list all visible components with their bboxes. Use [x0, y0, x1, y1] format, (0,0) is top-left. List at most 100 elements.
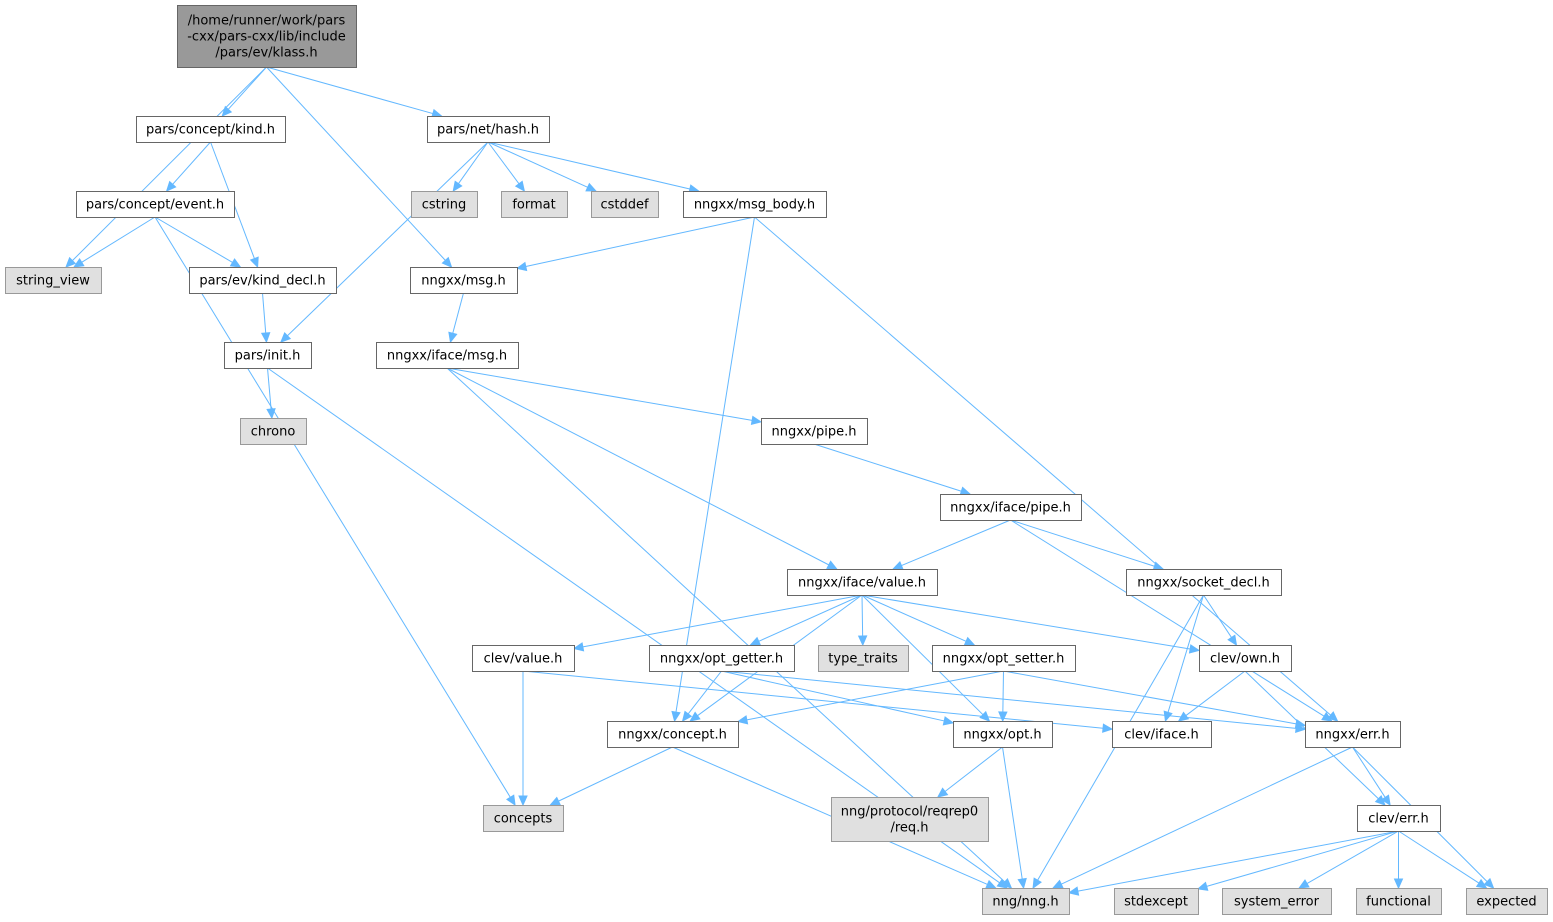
- node-pars-concept-kind-h[interactable]: pars/concept/kind.h: [136, 116, 286, 143]
- node-box: [761, 418, 868, 445]
- edge-line: [1002, 670, 1004, 713]
- arrowhead-icon: [985, 879, 997, 889]
- arrowhead-icon: [266, 408, 276, 420]
- node-nngxx-iface-msg-h[interactable]: nngxx/iface/msg.h: [376, 342, 519, 369]
- edge-line: [1002, 746, 1023, 880]
- node-box: [224, 342, 312, 369]
- arrowhead-icon: [441, 256, 453, 268]
- edge-hash_h-to-format: [487, 141, 526, 192]
- edge-opt_h-to-nng_h: [1002, 746, 1027, 890]
- edge-opt_setter_h-to-concept_h: [736, 670, 1004, 725]
- node-nngxx-pipe-h[interactable]: nngxx/pipe.h: [761, 418, 868, 445]
- node-nngxx-opt-h[interactable]: nngxx/opt.h: [953, 721, 1053, 748]
- node-clev-value-h[interactable]: clev/value.h: [472, 645, 575, 672]
- node-box: [1199, 645, 1292, 672]
- node-pars-init-h[interactable]: pars/init.h: [224, 342, 312, 369]
- arrowhead-icon: [249, 256, 259, 269]
- node-box: [427, 116, 550, 143]
- node-nngxx-msg-h[interactable]: nngxx/msg.h: [410, 267, 518, 294]
- node-label: type_traits: [828, 652, 898, 667]
- edge-line: [746, 670, 1004, 721]
- arrowhead-icon: [750, 415, 763, 425]
- node-string-view: string_view: [5, 267, 102, 294]
- edge-line: [446, 367, 830, 566]
- edge-clev_own_h-to-clev_iface_h: [1177, 670, 1246, 722]
- node-nngxx-err-h[interactable]: nngxx/err.h: [1305, 721, 1401, 748]
- node-label: pars/init.h: [235, 349, 301, 364]
- node-box: [1466, 888, 1548, 915]
- edge-line: [1306, 830, 1399, 884]
- edge-socket_decl_h-to-clev_iface_h: [1163, 594, 1204, 723]
- node-nngxx-iface-value-h[interactable]: nngxx/iface/value.h: [787, 569, 938, 596]
- node-box: [1305, 721, 1401, 748]
- arrowhead-icon: [857, 635, 868, 647]
- edge-iface_value_h-to-clev_value_h: [572, 594, 863, 652]
- arrowhead-icon: [1188, 644, 1201, 654]
- node-nngxx-opt-getter-h[interactable]: nngxx/opt_getter.h: [649, 645, 795, 672]
- edge-clev_err_h-to-nng_h: [1067, 830, 1399, 896]
- edge-clev_err_h-to-system_error: [1298, 830, 1399, 889]
- edge-line: [1203, 594, 1232, 638]
- node-box: [607, 721, 739, 748]
- node-nngxx-msg-body-h[interactable]: nngxx/msg_body.h: [683, 191, 827, 218]
- node-box: [136, 116, 286, 143]
- arrowhead-icon: [585, 182, 597, 192]
- node-clev-err-h[interactable]: clev/err.h: [1357, 805, 1441, 832]
- arrowhead-icon: [518, 795, 528, 807]
- edge-iface_value_h-to-clev_own_h: [861, 594, 1201, 654]
- arrowhead-icon: [1227, 634, 1238, 647]
- edge-line: [1167, 594, 1204, 713]
- arrowhead-icon: [963, 636, 976, 646]
- node-pars-ev-kind-decl-h[interactable]: pars/ev/kind_decl.h: [189, 267, 337, 294]
- node-nngxx-socket-decl-h[interactable]: nngxx/socket_decl.h: [1126, 569, 1282, 596]
- node-home-runner-work-pars-cxx-pars-cxx-lib-include-pars-ev-klass-h[interactable]: /home/runner/work/pars-cxx/pars-cxx/lib/…: [177, 5, 357, 68]
- edge-line: [672, 746, 988, 885]
- node-label: chrono: [251, 425, 296, 440]
- edge-pipe_h-to-iface_pipe_h: [813, 443, 972, 496]
- edge-line: [861, 594, 864, 637]
- arrowhead-icon: [942, 716, 955, 726]
- edge-clev_err_h-to-expected: [1398, 830, 1488, 889]
- edge-line: [446, 367, 1006, 883]
- edge-line: [487, 141, 520, 185]
- node-chrono: chrono: [240, 418, 307, 445]
- edge-iface_msg_h-to-pipe_h: [446, 367, 763, 425]
- node-label: nngxx/opt.h: [963, 728, 1041, 743]
- node-nngxx-concept-h[interactable]: nngxx/concept.h: [607, 721, 739, 748]
- edge-line: [522, 670, 1104, 729]
- node-pars-concept-event-h[interactable]: pars/concept/event.h: [76, 191, 235, 218]
- node-pars-net-hash-h[interactable]: pars/net/hash.h: [427, 116, 550, 143]
- node-label: nngxx/msg_body.h: [694, 198, 815, 213]
- edge-hash_h-to-init_h: [280, 141, 489, 343]
- node-box: [787, 569, 938, 596]
- node-nngxx-iface-pipe-h[interactable]: nngxx/iface/pipe.h: [940, 494, 1082, 521]
- arrowhead-icon: [1393, 878, 1404, 890]
- node-label: system_error: [1234, 895, 1320, 910]
- edge-line: [452, 292, 464, 334]
- arrowhead-icon: [998, 711, 1008, 723]
- edge-line: [754, 216, 1331, 716]
- node-clev-own-h[interactable]: clev/own.h: [1199, 645, 1292, 672]
- edge-line: [487, 141, 588, 188]
- node-label: nngxx/err.h: [1315, 728, 1389, 743]
- edge-line: [1077, 830, 1399, 892]
- edge-line: [901, 519, 1011, 566]
- node-functional: functional: [1356, 888, 1442, 915]
- edge-line: [72, 66, 267, 261]
- node-box: [940, 494, 1082, 521]
- edge-kind_h-to-event_h: [165, 141, 211, 192]
- arrowhead-icon: [448, 331, 458, 344]
- node-label: nngxx/opt_getter.h: [660, 652, 783, 667]
- edge-iface_msg_h-to-iface_value_h: [446, 367, 838, 570]
- edge-hash_h-to-cstring: [452, 141, 489, 193]
- edge-root-to-hash_h: [266, 66, 443, 119]
- node-nng-nng-h: nng/nng.h: [982, 888, 1070, 915]
- arrowhead-icon: [506, 794, 516, 807]
- edge-err_h-to-nng_h: [1051, 746, 1353, 889]
- edge-line: [525, 216, 755, 268]
- arrowhead-icon: [826, 560, 838, 570]
- edge-line: [262, 292, 267, 334]
- node-nngxx-opt-setter-h[interactable]: nngxx/opt_setter.h: [932, 645, 1076, 672]
- node-clev-iface-h[interactable]: clev/iface.h: [1112, 721, 1212, 748]
- node-label: stdexcept: [1124, 895, 1188, 910]
